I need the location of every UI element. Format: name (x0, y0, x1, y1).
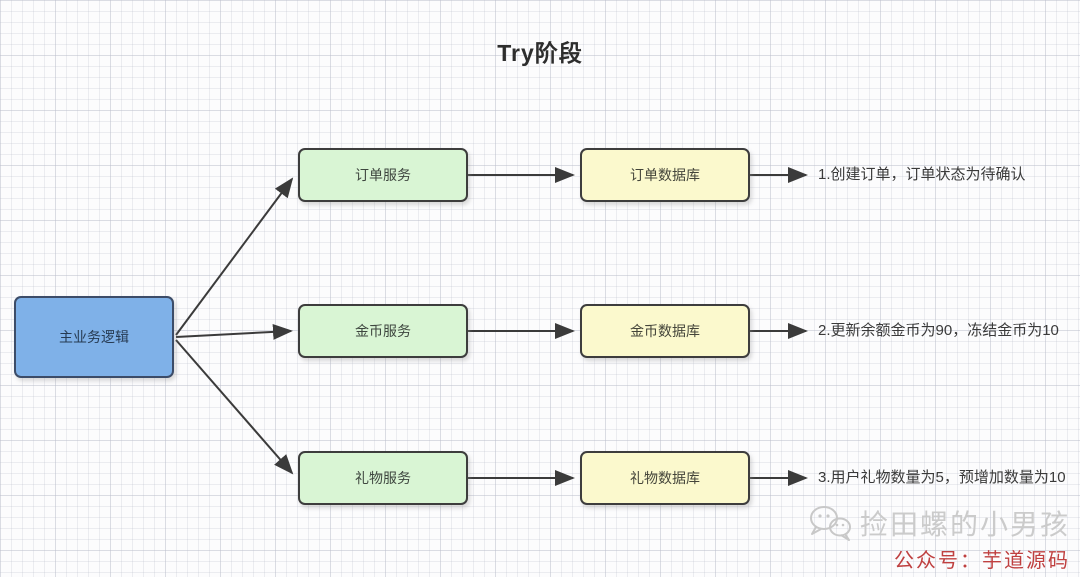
arrow-main-to-coin-service (175, 323, 293, 340)
node-gift-service: 礼物服务 (298, 451, 468, 505)
wechat-icon (809, 506, 851, 541)
diagram-title: Try阶段 (497, 40, 583, 66)
node-order-service: 订单服务 (298, 148, 468, 202)
node-main-label: 主业务逻辑 (59, 329, 129, 345)
watermark-name: 捡田螺的小男孩 (859, 510, 1070, 541)
node-label: 订单服务 (355, 167, 411, 183)
node-label: 礼物服务 (355, 470, 411, 486)
arrow-main-to-gift-service (175, 339, 294, 475)
note-coin: 2.更新余额金币为90，冻结金币为10 (818, 322, 1059, 339)
node-label: 礼物数据库 (630, 470, 700, 486)
node-label: 金币服务 (355, 323, 411, 339)
node-label: 金币数据库 (630, 323, 700, 339)
watermark-account: 公众号：芋道源码 (894, 550, 1070, 572)
node-coin-service: 金币服务 (298, 304, 468, 358)
node-label: 订单数据库 (630, 167, 700, 183)
node-gift-database: 礼物数据库 (580, 451, 750, 505)
node-main-business-logic: 主业务逻辑 (14, 296, 174, 378)
note-order: 1.创建订单，订单状态为待确认 (818, 166, 1026, 183)
note-gift: 3.用户礼物数量为5，预增加数量为10 (818, 469, 1066, 486)
arrow-main-to-order-service (175, 177, 294, 336)
node-order-database: 订单数据库 (580, 148, 750, 202)
node-coin-database: 金币数据库 (580, 304, 750, 358)
watermark: 捡田螺的小男孩 公众号：芋道源码 (807, 503, 1070, 573)
